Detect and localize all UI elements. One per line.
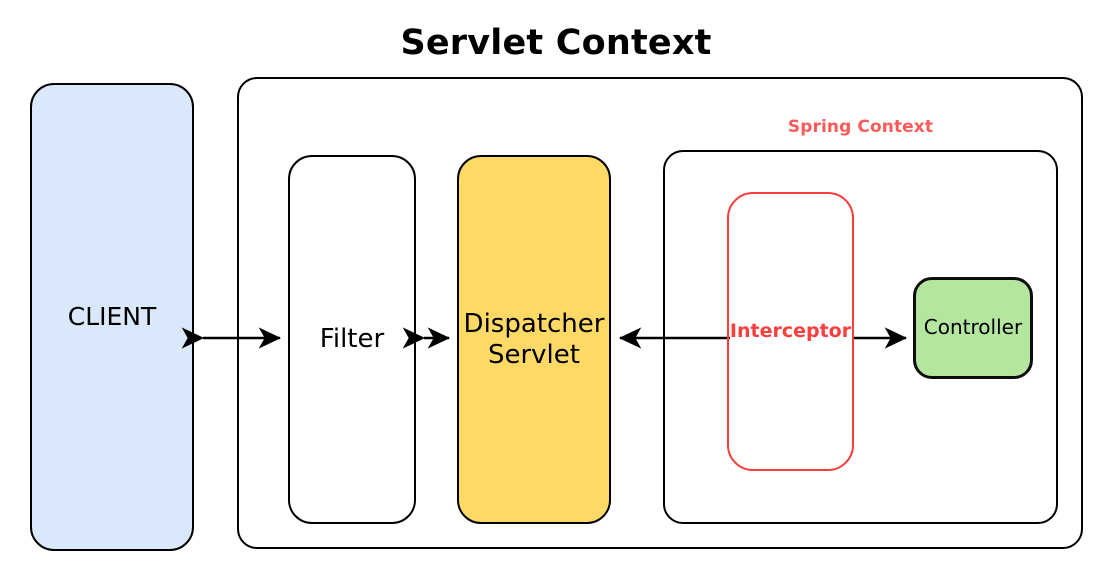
spring-context-label: Spring Context — [787, 117, 934, 137]
node-controller[interactable]: Controller — [913, 277, 1033, 379]
node-filter-label: Filter — [319, 324, 385, 355]
node-client[interactable]: CLIENT — [30, 83, 194, 551]
node-client-label: CLIENT — [67, 302, 157, 332]
node-dispatcher-servlet-label: Dispatcher Servlet — [463, 308, 605, 370]
node-controller-label: Controller — [923, 315, 1023, 340]
node-interceptor[interactable]: Interceptor — [727, 192, 854, 471]
page-title: Servlet Context — [400, 23, 712, 63]
node-dispatcher-servlet[interactable]: Dispatcher Servlet — [457, 155, 611, 524]
node-filter[interactable]: Filter — [288, 155, 416, 524]
node-interceptor-label: Interceptor — [729, 320, 852, 343]
